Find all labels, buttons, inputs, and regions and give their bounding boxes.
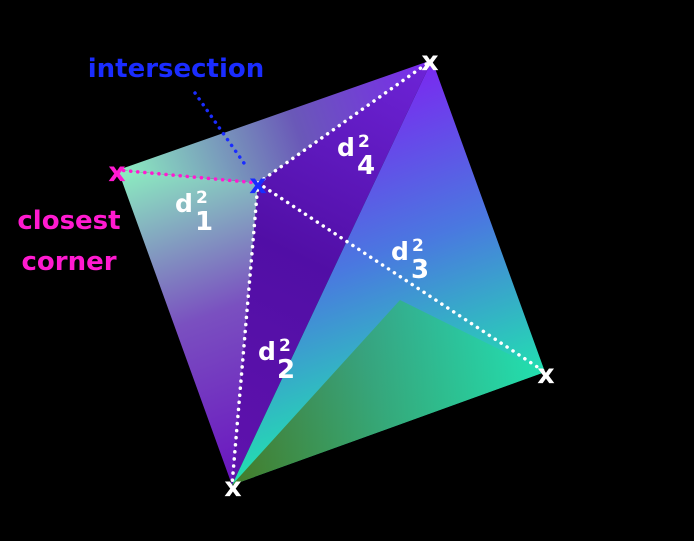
line-d1 — [116, 168, 260, 185]
closest-label-line1: closest — [17, 206, 120, 236]
intersection-pointer-line — [193, 91, 248, 168]
d4-sub: 4 — [357, 151, 375, 181]
corner-marker-top: x — [421, 46, 438, 77]
d4-sup: 2 — [358, 132, 370, 152]
d3-sup: 2 — [412, 236, 424, 256]
distance-label-d1: d 2 1 — [175, 188, 213, 237]
distance-lines — [116, 58, 547, 487]
quad-face — [118, 60, 545, 485]
closest-label-line2: corner — [21, 247, 116, 277]
intersection-label: intersection — [88, 54, 265, 84]
corner-marker-right: x — [537, 359, 554, 390]
d3-sub: 3 — [411, 255, 429, 285]
quad-triangle-bottom — [232, 300, 545, 485]
d3-base: d — [391, 237, 409, 266]
distance-label-d4: d 2 4 — [337, 132, 375, 181]
line-d4 — [256, 58, 434, 185]
line-d3 — [256, 181, 547, 374]
d4-base: d — [337, 133, 355, 162]
quad-triangle-left — [118, 170, 258, 485]
quad-triangle-top — [118, 60, 432, 183]
intersection-marker: x — [249, 169, 266, 200]
corner-marker-closest: x — [108, 157, 125, 188]
d1-sub: 1 — [195, 207, 213, 237]
d2-sup: 2 — [279, 336, 291, 356]
distance-label-d2: d 2 2 — [258, 336, 295, 385]
d2-sub: 2 — [277, 355, 295, 385]
corner-marker-bottom: x — [224, 472, 241, 503]
line-d2 — [230, 181, 260, 487]
distance-label-d3: d 2 3 — [391, 236, 429, 285]
d1-base: d — [175, 189, 193, 218]
d2-base: d — [258, 337, 276, 366]
d1-sup: 2 — [196, 188, 208, 208]
